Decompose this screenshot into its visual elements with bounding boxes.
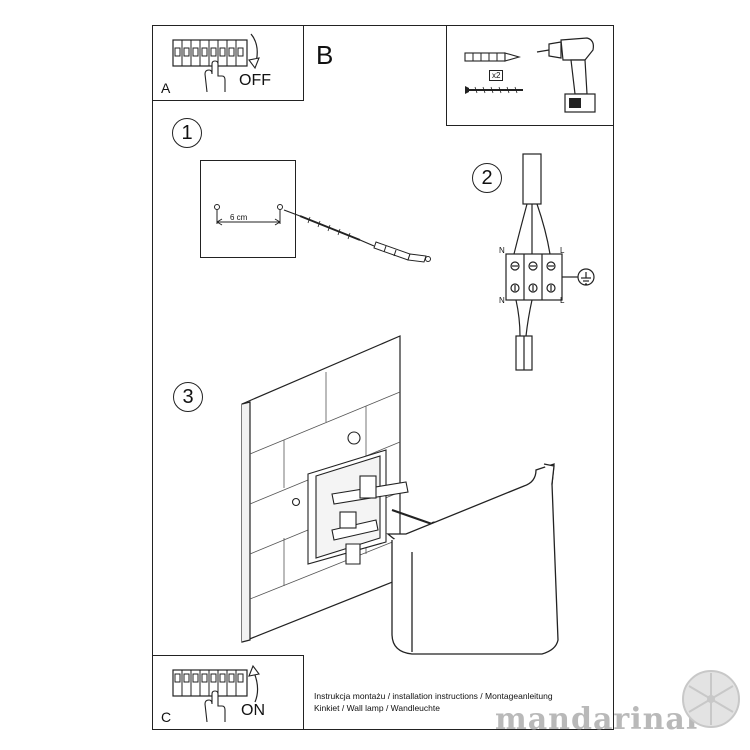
step-1-drilling-diagram <box>214 204 431 263</box>
terminal-n-bottom-label: N <box>499 296 505 305</box>
off-label: OFF <box>239 72 271 89</box>
footer-instructions-line: Instrukcja montażu / installation instru… <box>314 691 553 701</box>
mounting-assembly-diagram <box>241 335 559 655</box>
screw-icon <box>465 86 523 94</box>
panel-a-switch-off: A OFF <box>152 25 304 101</box>
step-3-badge: 3 <box>173 382 203 412</box>
footer-product-line: Kinkiet / Wall lamp / Wandleuchte <box>314 703 440 713</box>
instruction-sheet <box>152 25 614 730</box>
quantity-label: x2 <box>489 70 504 81</box>
wall-plug-icon <box>464 52 522 62</box>
panel-a-letter: A <box>161 80 171 96</box>
on-label: ON <box>241 702 265 719</box>
circuit-breaker-icon <box>172 39 248 93</box>
wiring-terminal-diagram <box>505 153 595 371</box>
power-drill-icon <box>536 37 596 113</box>
step-1-badge: 1 <box>172 118 202 148</box>
panel-b-tools: x2 <box>446 25 614 126</box>
watermark: mandarinai <box>495 702 699 737</box>
panel-c-switch-on: C ON <box>152 655 304 730</box>
panel-c-letter: C <box>161 709 172 725</box>
circuit-breaker-icon <box>172 669 248 723</box>
distance-label: 6 cm <box>230 213 248 222</box>
terminal-l-top-label: L <box>560 246 565 255</box>
section-b-letter: B <box>316 40 334 70</box>
terminal-l-bottom-label: L <box>560 296 565 305</box>
arrow-down-icon <box>248 33 260 70</box>
arrow-up-icon <box>248 664 260 703</box>
terminal-n-top-label: N <box>499 246 505 255</box>
orange-logo-icon <box>682 670 740 728</box>
step-2-badge: 2 <box>472 163 502 193</box>
